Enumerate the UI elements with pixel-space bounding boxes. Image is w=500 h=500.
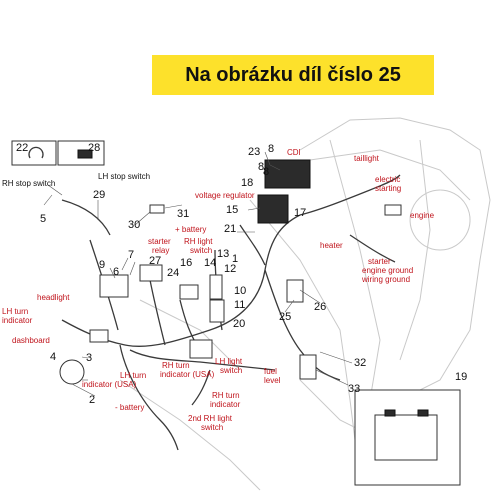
battery-part	[374, 414, 438, 461]
label-voltage-regulator: voltage regulator	[195, 191, 255, 200]
starter-relay-part	[139, 264, 163, 282]
battery-terminal-b	[417, 409, 429, 417]
label-2nd-rh-light-switch-1: 2nd RH light	[188, 414, 233, 423]
callout-8a: 8	[268, 143, 274, 155]
label-lh-turn-usa-2: indicator (USA)	[82, 380, 137, 389]
callout-1: 1	[232, 253, 238, 265]
connector-24	[179, 284, 199, 300]
inset-number-28: 28	[88, 142, 100, 154]
connector-10	[209, 274, 223, 300]
callout-16: 16	[180, 257, 192, 269]
callout-3: 3	[86, 352, 92, 364]
label-lh-light-switch-2: switch	[220, 366, 242, 375]
label-rh-light-switch-2: switch	[190, 246, 212, 255]
label-starter-relay-1: starter	[148, 237, 171, 246]
label-cdi: CDI	[287, 148, 301, 157]
callout-30: 30	[128, 219, 140, 231]
part-number-callouts: 29 5 31 30 23 8 8 18 15 17 21 7 9 6 27 2…	[40, 143, 366, 406]
label-engine-ground-1: engine ground	[362, 266, 413, 275]
leader-lines	[43, 151, 353, 397]
label-lh-light-switch-1: LH light	[215, 357, 243, 366]
voltage-regulator-unit	[257, 194, 289, 224]
part-number-banner: Na obrázku díl číslo 25	[152, 55, 434, 95]
label-fuel-level-2: level	[264, 376, 281, 385]
callout-7: 7	[128, 249, 134, 261]
light-switch-connector	[189, 339, 213, 359]
connector-33	[299, 354, 317, 380]
callout-29: 29	[93, 189, 105, 201]
label-electric-starting-2: starting	[375, 184, 401, 193]
callout-33: 33	[348, 383, 360, 395]
label-lh-stop-switch: LH stop switch	[98, 172, 150, 181]
callout-27: 27	[149, 255, 161, 267]
label-lh-turn-indicator-1: LH turn	[2, 307, 28, 316]
callout-12: 12	[224, 263, 236, 275]
callout-4: 4	[50, 351, 56, 363]
label-minus-battery: - battery	[115, 403, 144, 412]
label-starter-relay-2: relay	[152, 246, 169, 255]
callout-18: 18	[241, 177, 253, 189]
callout-20: 20	[233, 318, 245, 330]
battery-terminal-a	[384, 409, 396, 417]
label-dashboard: dashboard	[12, 336, 50, 345]
horn-2	[59, 359, 85, 385]
connector-31	[149, 204, 165, 214]
circlip-part	[28, 146, 44, 159]
callout-11: 11	[234, 299, 245, 311]
label-rh-turn-usa-1: RH turn	[162, 361, 190, 370]
label-headlight: headlight	[37, 293, 70, 302]
label-2nd-rh-light-switch-2: switch	[201, 423, 223, 432]
label-rh-light-switch-1: RH light	[184, 237, 213, 246]
dashboard-connector	[89, 329, 109, 343]
label-plus-battery: + battery	[175, 225, 206, 234]
callout-24: 24	[167, 267, 179, 279]
callout-5: 5	[40, 213, 46, 225]
callout-26: 26	[314, 301, 326, 313]
label-rh-turn-indicator-2: indicator	[210, 400, 241, 409]
callout-32: 32	[354, 357, 366, 369]
label-lh-turn-indicator-2: indicator	[2, 316, 33, 325]
label-engine: engine	[410, 211, 435, 220]
clip-part	[77, 149, 93, 159]
inset-number-22: 22	[16, 142, 28, 154]
label-rh-turn-usa-2: indicator (USA)	[160, 370, 215, 379]
engine-connector	[384, 204, 402, 216]
callout-14: 14	[204, 257, 216, 269]
callout-8b: 8	[258, 161, 264, 173]
callout-8c: 8	[263, 166, 269, 178]
callout-2: 2	[89, 394, 95, 406]
callout-31: 31	[177, 208, 189, 220]
inset-number-19: 19	[455, 371, 467, 383]
switch-9	[99, 274, 129, 298]
fuel-sender-25	[286, 279, 304, 303]
label-engine-ground-2: wiring ground	[361, 275, 410, 284]
connector-11	[209, 299, 225, 323]
label-fuel-level-1: fuel	[264, 367, 277, 376]
callout-25: 25	[279, 311, 291, 323]
label-rh-stop-switch: RH stop switch	[2, 179, 55, 188]
label-starter: starter	[368, 257, 391, 266]
label-taillight: taillight	[354, 154, 380, 163]
callout-15: 15	[226, 204, 238, 216]
inset-22-box	[11, 140, 57, 166]
callout-13: 13	[217, 248, 229, 260]
callout-6: 6	[113, 266, 119, 278]
components	[11, 140, 461, 486]
label-heater: heater	[320, 241, 343, 250]
label-lh-turn-usa-1: LH turn	[120, 371, 146, 380]
red-labels: CDI taillight electric starting engine v…	[2, 148, 435, 432]
callout-21: 21	[224, 223, 236, 235]
callout-10: 10	[234, 285, 246, 297]
callout-17: 17	[294, 207, 306, 219]
callout-9: 9	[99, 259, 105, 271]
label-electric-starting-1: electric	[375, 175, 400, 184]
label-rh-turn-indicator-1: RH turn	[212, 391, 240, 400]
callout-23: 23	[248, 146, 260, 158]
cdi-unit	[264, 159, 311, 189]
